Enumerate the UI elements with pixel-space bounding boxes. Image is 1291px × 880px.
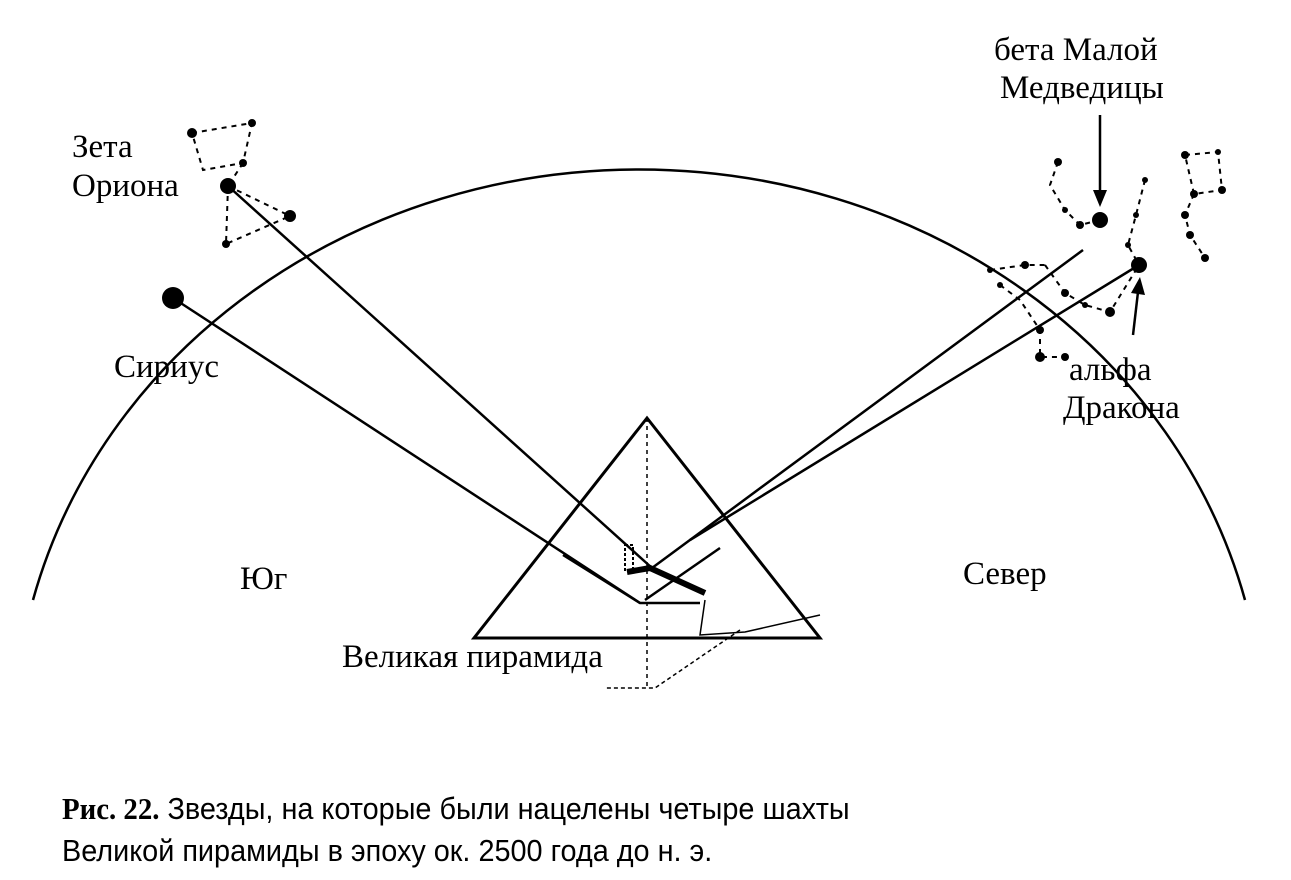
south-label: Юг	[240, 561, 287, 597]
shaft-sirius	[172, 296, 641, 605]
shaft-beta-ursa-minor	[651, 248, 1084, 570]
sky-dome-arc	[31, 168, 1247, 601]
beta-ursa-minor-arrow	[1093, 115, 1107, 207]
ursa-minor-constellation	[1048, 150, 1224, 259]
right-constellation-stars	[987, 149, 1226, 362]
north-label: Север	[963, 556, 1047, 592]
figure-caption: Рис. 22. Звезды, на которые были нацелен…	[62, 788, 1178, 872]
great-pyramid-label: Великая пирамида	[342, 639, 603, 675]
zeta-orionis-label-line2: Ориона	[72, 168, 179, 204]
caption-line-1: Рис. 22. Звезды, на которые были нацелен…	[62, 788, 1178, 830]
alpha-draconis-label-line1: альфа	[1069, 352, 1152, 388]
caption-text-1: Звезды, на которые были нацелены четыре …	[167, 791, 850, 826]
shaft-lines	[172, 185, 1140, 605]
alpha-draconis-label-line2: Дракона	[1063, 390, 1180, 426]
caption-text-2: Великой пирамиды в эпоху ок. 2500 года д…	[62, 833, 713, 868]
beta-ursa-minor-star	[1092, 212, 1108, 228]
sirius-label: Сириус	[114, 349, 219, 385]
great-pyramid	[470, 415, 824, 690]
draco-constellation	[989, 179, 1146, 358]
figure-number: Рис. 22.	[62, 791, 160, 826]
beta-ursa-minor-label-line1: бета Малой	[994, 32, 1158, 68]
orion-constellation	[191, 121, 291, 246]
beta-ursa-minor-label-line2: Медведицы	[1000, 70, 1164, 106]
shaft-alpha-draconis	[689, 263, 1140, 542]
shaft-zeta-orionis	[227, 185, 653, 569]
caption-line-2: Великой пирамиды в эпоху ок. 2500 года д…	[62, 830, 1178, 872]
alpha-draconis-arrow	[1131, 277, 1145, 336]
orion-stars	[187, 119, 296, 248]
zeta-orionis-label-line1: Зета	[72, 129, 133, 165]
